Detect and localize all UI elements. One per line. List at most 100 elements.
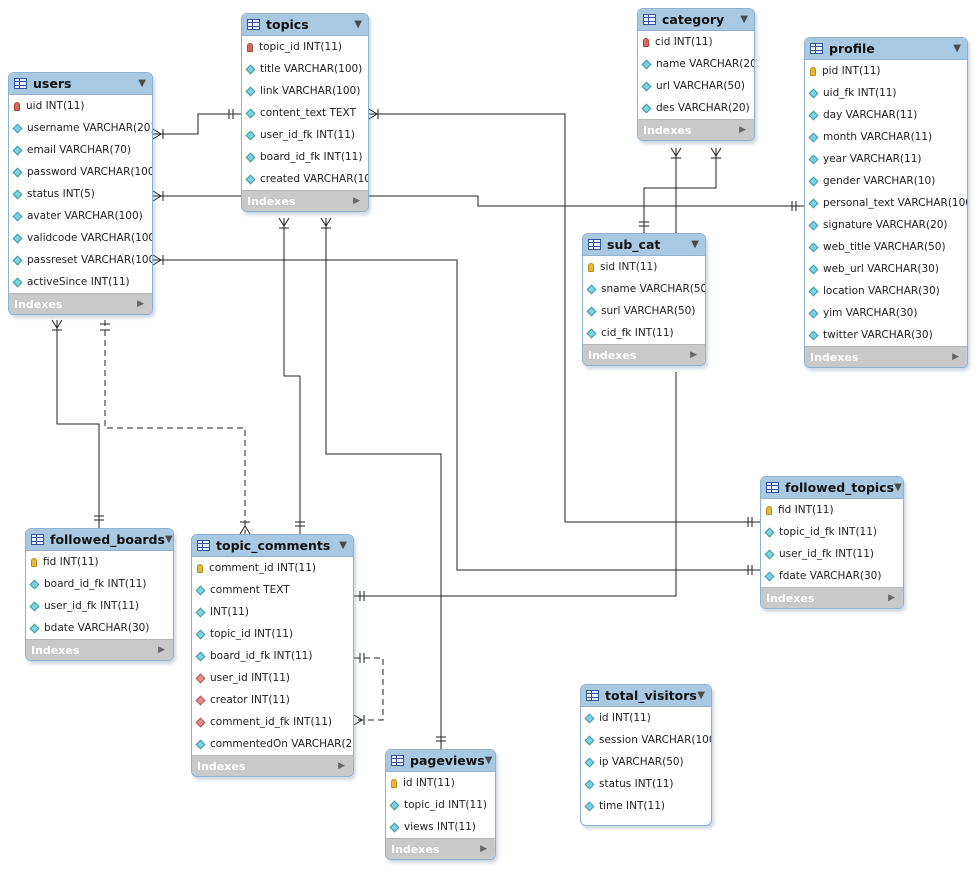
column-row[interactable]: twitter VARCHAR(30) bbox=[805, 324, 967, 346]
indexes-section[interactable]: Indexes▶ bbox=[805, 346, 967, 367]
collapse-arrow-icon[interactable]: ▼ bbox=[953, 43, 961, 54]
column-row[interactable]: url VARCHAR(50) bbox=[638, 75, 754, 97]
collapse-arrow-icon[interactable]: ▼ bbox=[339, 540, 347, 551]
table-header[interactable]: category▼ bbox=[638, 9, 754, 31]
indexes-section[interactable]: Indexes▶ bbox=[9, 293, 152, 314]
column-row[interactable]: fid INT(11) bbox=[26, 551, 173, 573]
column-row[interactable]: comment TEXT bbox=[192, 579, 353, 601]
table-profile[interactable]: profile▼pid INT(11)uid_fk INT(11)day VAR… bbox=[804, 37, 968, 368]
column-row[interactable]: sname VARCHAR(50) bbox=[583, 278, 705, 300]
table-header[interactable]: sub_cat▼ bbox=[583, 234, 705, 256]
column-row[interactable]: ip VARCHAR(50) bbox=[581, 751, 711, 773]
column-row[interactable]: creator INT(11) bbox=[192, 689, 353, 711]
column-row[interactable]: views INT(11) bbox=[386, 816, 495, 838]
column-row[interactable]: web_url VARCHAR(30) bbox=[805, 258, 967, 280]
column-row[interactable]: gender VARCHAR(10) bbox=[805, 170, 967, 192]
table-header[interactable]: pageviews▼ bbox=[386, 750, 495, 772]
indexes-section[interactable]: Indexes▶ bbox=[26, 639, 173, 660]
column-row[interactable]: day VARCHAR(11) bbox=[805, 104, 967, 126]
column-row[interactable]: personal_text VARCHAR(100) bbox=[805, 192, 967, 214]
column-row[interactable]: time INT(11) bbox=[581, 795, 711, 817]
column-row[interactable]: topic_id_fk INT(11) bbox=[761, 521, 903, 543]
column-row[interactable]: id INT(11) bbox=[581, 707, 711, 729]
column-row[interactable]: board_id_fk INT(11) bbox=[192, 645, 353, 667]
column-row[interactable]: month VARCHAR(11) bbox=[805, 126, 967, 148]
column-row[interactable]: board_id_fk INT(11) bbox=[242, 146, 368, 168]
table-header[interactable]: followed_boards▼ bbox=[26, 529, 173, 551]
expand-arrow-icon[interactable]: ▶ bbox=[888, 593, 895, 603]
collapse-arrow-icon[interactable]: ▼ bbox=[484, 755, 493, 766]
table-topic-comments[interactable]: topic_comments▼comment_id INT(11)comment… bbox=[191, 534, 354, 777]
column-row[interactable]: link VARCHAR(100) bbox=[242, 80, 368, 102]
column-row[interactable]: comment_id INT(11) bbox=[192, 557, 353, 579]
expand-arrow-icon[interactable]: ▶ bbox=[158, 645, 165, 655]
expand-arrow-icon[interactable]: ▶ bbox=[952, 352, 959, 362]
column-row[interactable]: uid INT(11) bbox=[9, 95, 152, 117]
column-row[interactable]: email VARCHAR(70) bbox=[9, 139, 152, 161]
indexes-section[interactable]: Indexes▶ bbox=[242, 190, 368, 211]
collapse-arrow-icon[interactable]: ▼ bbox=[164, 534, 173, 545]
table-header[interactable]: topic_comments▼ bbox=[192, 535, 353, 557]
table-header[interactable]: profile▼ bbox=[805, 38, 967, 60]
column-row[interactable]: avater VARCHAR(100) bbox=[9, 205, 152, 227]
column-row[interactable]: board_id_fk INT(11) bbox=[26, 573, 173, 595]
table-header[interactable]: users▼ bbox=[9, 73, 152, 95]
column-row[interactable]: session VARCHAR(100) bbox=[581, 729, 711, 751]
collapse-arrow-icon[interactable]: ▼ bbox=[740, 14, 748, 25]
indexes-section[interactable]: Indexes▶ bbox=[386, 838, 495, 859]
column-row[interactable]: activeSince INT(11) bbox=[9, 271, 152, 293]
table-users[interactable]: users▼uid INT(11)username VARCHAR(20)ema… bbox=[8, 72, 153, 315]
column-row[interactable]: user_id_fk INT(11) bbox=[761, 543, 903, 565]
expand-arrow-icon[interactable]: ▶ bbox=[480, 844, 487, 854]
column-row[interactable]: username VARCHAR(20) bbox=[9, 117, 152, 139]
table-total-visitors[interactable]: total_visitors▼id INT(11)session VARCHAR… bbox=[580, 684, 712, 826]
column-row[interactable]: des VARCHAR(20) bbox=[638, 97, 754, 119]
indexes-section[interactable]: Indexes▶ bbox=[638, 119, 754, 140]
column-row[interactable]: location VARCHAR(30) bbox=[805, 280, 967, 302]
expand-arrow-icon[interactable]: ▶ bbox=[137, 299, 144, 309]
column-row[interactable]: sid INT(11) bbox=[583, 256, 705, 278]
expand-arrow-icon[interactable]: ▶ bbox=[739, 125, 746, 135]
column-row[interactable]: signature VARCHAR(20) bbox=[805, 214, 967, 236]
column-row[interactable]: pid INT(11) bbox=[805, 60, 967, 82]
column-row[interactable]: user_id_fk INT(11) bbox=[242, 124, 368, 146]
expand-arrow-icon[interactable]: ▶ bbox=[690, 350, 697, 360]
column-row[interactable]: status INT(11) bbox=[581, 773, 711, 795]
column-row[interactable]: user_id_fk INT(11) bbox=[26, 595, 173, 617]
collapse-arrow-icon[interactable]: ▼ bbox=[697, 690, 705, 701]
expand-arrow-icon[interactable]: ▶ bbox=[338, 761, 345, 771]
column-row[interactable]: fid INT(11) bbox=[761, 499, 903, 521]
table-header[interactable]: followed_topics▼ bbox=[761, 477, 903, 499]
table-header[interactable]: total_visitors▼ bbox=[581, 685, 711, 707]
table-topics[interactable]: topics▼topic_id INT(11)title VARCHAR(100… bbox=[241, 13, 369, 212]
column-row[interactable]: cid INT(11) bbox=[638, 31, 754, 53]
column-row[interactable]: uid_fk INT(11) bbox=[805, 82, 967, 104]
indexes-section[interactable]: Indexes▶ bbox=[761, 587, 903, 608]
column-row[interactable]: status INT(5) bbox=[9, 183, 152, 205]
column-row[interactable]: password VARCHAR(100) bbox=[9, 161, 152, 183]
table-pageviews[interactable]: pageviews▼id INT(11)topic_id INT(11)view… bbox=[385, 749, 496, 860]
indexes-section[interactable]: Indexes▶ bbox=[192, 755, 353, 776]
collapse-arrow-icon[interactable]: ▼ bbox=[138, 78, 146, 89]
column-row[interactable]: web_title VARCHAR(50) bbox=[805, 236, 967, 258]
expand-arrow-icon[interactable]: ▶ bbox=[353, 196, 360, 206]
column-row[interactable]: topic_id INT(11) bbox=[242, 36, 368, 58]
collapse-arrow-icon[interactable]: ▼ bbox=[894, 482, 902, 493]
table-header[interactable]: topics▼ bbox=[242, 14, 368, 36]
table-category[interactable]: category▼cid INT(11)name VARCHAR(20)url … bbox=[637, 8, 755, 141]
column-row[interactable]: validcode VARCHAR(100) bbox=[9, 227, 152, 249]
column-row[interactable]: topic_id INT(11) bbox=[386, 794, 495, 816]
column-row[interactable]: id INT(11) bbox=[386, 772, 495, 794]
indexes-section[interactable]: Indexes▶ bbox=[583, 344, 705, 365]
table-followed-boards[interactable]: followed_boards▼fid INT(11)board_id_fk I… bbox=[25, 528, 174, 661]
table-followed-topics[interactable]: followed_topics▼fid INT(11)topic_id_fk I… bbox=[760, 476, 904, 609]
column-row[interactable]: name VARCHAR(20) bbox=[638, 53, 754, 75]
column-row[interactable]: comment_id_fk INT(11) bbox=[192, 711, 353, 733]
column-row[interactable]: cid_fk INT(11) bbox=[583, 322, 705, 344]
collapse-arrow-icon[interactable]: ▼ bbox=[354, 19, 362, 30]
column-row[interactable]: created VARCHAR(10) bbox=[242, 168, 368, 190]
column-row[interactable]: topic_id INT(11) bbox=[192, 623, 353, 645]
column-row[interactable]: year VARCHAR(11) bbox=[805, 148, 967, 170]
column-row[interactable]: INT(11) bbox=[192, 601, 353, 623]
column-row[interactable]: commentedOn VARCHAR(20) bbox=[192, 733, 353, 755]
